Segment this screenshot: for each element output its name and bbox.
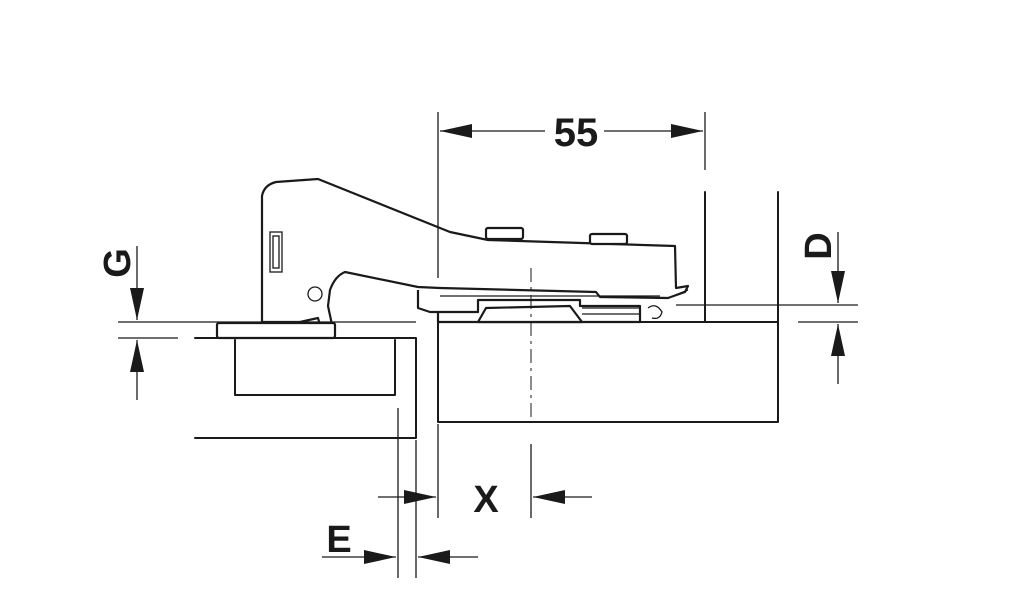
hinge-body [215, 177, 690, 340]
dimension-x: X [378, 424, 592, 521]
label-g: G [97, 248, 139, 278]
dimension-55: 55 [437, 111, 706, 278]
dimension-d: D [676, 232, 858, 384]
dimension-g: G [97, 246, 416, 400]
label-e: E [326, 519, 351, 561]
label-x: X [473, 479, 499, 521]
label-d: D [798, 232, 840, 259]
dimension-e: E [322, 408, 478, 578]
door-panel [194, 337, 417, 439]
label-55: 55 [554, 111, 599, 155]
